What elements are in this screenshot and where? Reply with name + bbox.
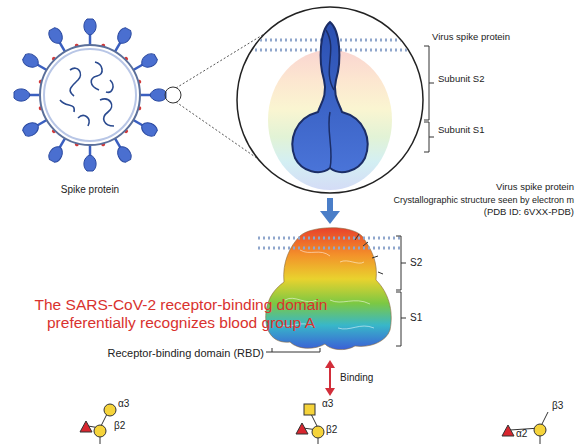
headline-note: The SARS-CoV-2 receptor-binding domain p…: [14, 296, 348, 332]
glycan-symbol: [502, 412, 548, 444]
linkage-label: β3: [552, 400, 574, 412]
linkage-label: α2: [516, 428, 538, 440]
glycan-symbol: [296, 404, 324, 444]
arrow-label: Binding: [340, 372, 400, 384]
linkage-label: α3: [118, 398, 142, 410]
part-label: Receptor-binding domain (RBD): [60, 347, 264, 360]
part-label: Virus spike protein: [432, 32, 572, 43]
part-label: Crystallographic structure seen by elect…: [350, 195, 574, 205]
zoom-circle: [230, 7, 430, 193]
part-label: (PDB ID: 6VXX-PDB): [400, 207, 574, 218]
spike-structure: [258, 228, 400, 350]
part-label: Subunit S2: [438, 74, 498, 85]
bracket: [424, 122, 434, 152]
virus-particle: [14, 19, 181, 171]
part-label: Subunit S1: [438, 125, 498, 136]
binding-arrow: [325, 360, 335, 396]
bracket: [424, 46, 434, 120]
linkage-label: α3: [322, 398, 346, 410]
part-label: S1: [410, 312, 440, 324]
part-label: Virus spike protein: [400, 182, 574, 193]
rbd-bracket: [266, 348, 320, 352]
part-label: S2: [410, 257, 440, 269]
linkage-label: β2: [114, 420, 138, 432]
linkage-label: β2: [326, 424, 350, 436]
bracket: [396, 236, 406, 290]
part-label: Spike protein: [40, 184, 140, 196]
glycan-symbol: [80, 404, 116, 444]
bracket: [396, 292, 406, 346]
down-arrow: [320, 198, 340, 224]
